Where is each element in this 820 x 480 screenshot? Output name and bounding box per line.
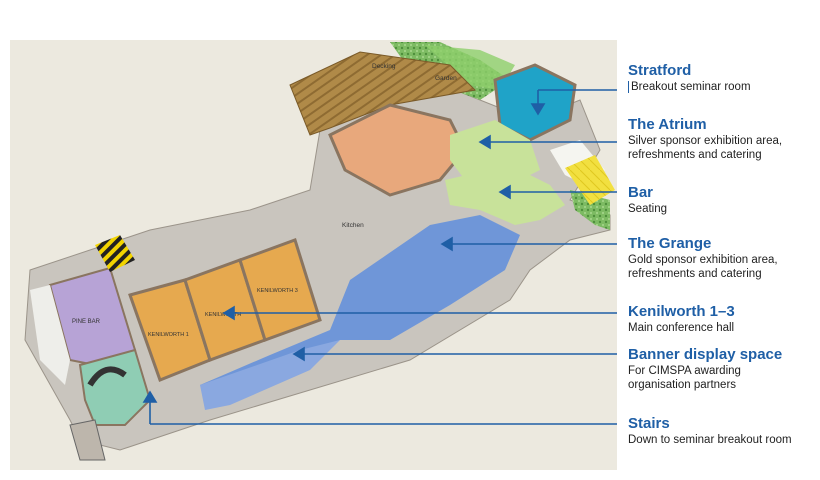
banner-space (200, 340, 340, 410)
legend-title: Banner display space (628, 346, 783, 363)
floor-plan-panel: Decking Garden Kitchen PINE BAR KENILWOR… (10, 40, 617, 470)
stairs-arc (87, 366, 127, 387)
arrow-banner (292, 346, 305, 362)
white-area (30, 285, 70, 385)
legend-grange: The Grange Gold sponsor exhibition area,… (628, 235, 818, 281)
legend-description: refreshments and catering (628, 268, 762, 280)
map-label-decking: Decking (372, 63, 396, 70)
arrow-grange (440, 236, 453, 252)
legend-description: organisation partners (628, 379, 737, 391)
legend-title: Bar (628, 184, 654, 201)
main-room (328, 103, 467, 197)
arrow-bar (498, 184, 511, 200)
map-label-pine-bar: PINE BAR (72, 319, 101, 325)
legend-description: Silver sponsor exhibition area, (628, 135, 783, 147)
arrow-kenilworth (222, 305, 235, 321)
legend-banner: Banner display space For CIMSPA awarding… (628, 346, 818, 392)
legend-title: The Atrium (628, 116, 707, 133)
legend-title: The Grange (628, 235, 712, 252)
legend-stratford: Stratford Breakout seminar room (628, 62, 818, 94)
legend-description: refreshments and catering (628, 149, 762, 161)
map-label-kenilworth-3: KENILWORTH 3 (257, 288, 298, 294)
garden-area-3 (570, 190, 610, 230)
legend-description: Main conference hall (628, 322, 735, 334)
arrow-atrium (478, 134, 491, 150)
legend-stairs: Stairs Down to seminar breakout room (628, 415, 818, 447)
legend-title: Stratford (628, 62, 692, 79)
garden-area-2 (425, 45, 515, 90)
legend-description: For CIMSPA awarding (628, 365, 741, 377)
arrow-stratford (530, 103, 546, 116)
legend-description: Down to seminar breakout room (628, 434, 792, 446)
legend-description: Breakout seminar room (628, 80, 818, 94)
leader-lines (142, 89, 617, 425)
map-label-kitchen: Kitchen (342, 222, 364, 229)
legend-description: Gold sponsor exhibition area, (628, 254, 778, 266)
map-label-kenilworth-2: KENILWORTH (205, 312, 241, 318)
hazard-stripes (95, 235, 135, 272)
stairs-area (78, 348, 152, 426)
map-label-kenilworth-1: KENILWORTH 1 (148, 332, 189, 338)
map-label-garden: Garden (435, 75, 457, 82)
stairs-bottom (69, 419, 106, 461)
decking-area (289, 51, 477, 136)
legend-title: Kenilworth 1–3 (628, 303, 735, 320)
legend-atrium: The Atrium Silver sponsor exhibition are… (628, 116, 818, 162)
legend-title: Stairs (628, 415, 670, 432)
arrow-stairs (142, 390, 158, 403)
legend-bar: Bar Seating (628, 184, 818, 216)
legend-description: Seating (628, 203, 668, 215)
grange-area (200, 215, 520, 395)
legend-kenilworth: Kenilworth 1–3 Main conference hall (628, 303, 818, 335)
floor-plan-map: Decking Garden Kitchen PINE BAR KENILWOR… (24, 42, 617, 461)
